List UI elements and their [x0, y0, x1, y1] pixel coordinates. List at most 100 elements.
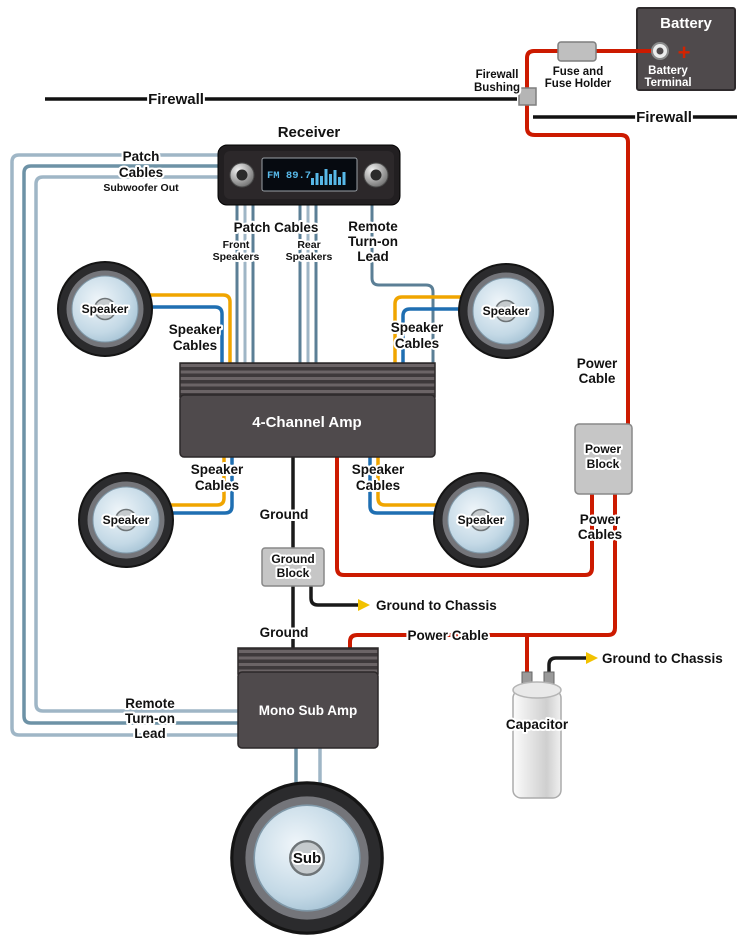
speaker-cables3-label-2: Cables — [195, 478, 239, 493]
speaker4-label: Speaker — [458, 513, 505, 527]
speaker3-wire-yellow — [165, 452, 226, 507]
speaker3-label: Speaker — [103, 513, 150, 527]
receiver: FM 89.7 — [217, 144, 401, 206]
remote-lead-cable-bottom — [34, 175, 240, 713]
speaker-cables3-label-1: Speaker — [191, 462, 244, 477]
receiver-display — [261, 157, 358, 192]
battery-plus-sign: + — [678, 40, 691, 65]
battery-terminal — [651, 42, 669, 60]
mono-amp-label: Mono Sub Amp — [259, 703, 357, 718]
firewall-bushing — [518, 87, 537, 106]
amp4-body — [179, 394, 436, 458]
amp4-heatsink-fins — [179, 362, 436, 398]
capacitor-body — [512, 689, 562, 799]
power-block-to-amp4-cable — [335, 452, 594, 577]
sub-label: Sub — [293, 850, 321, 867]
fuse-label-2: Fuse Holder — [545, 78, 612, 90]
speaker-cables — [140, 293, 470, 515]
speaker3-wire-blue — [165, 452, 234, 515]
ground-block-chassis-wire — [309, 586, 358, 607]
speaker2-wire-blue — [401, 307, 470, 370]
chassis-lug-right — [586, 652, 598, 664]
capacitor-top — [512, 681, 562, 699]
capacitor — [512, 671, 562, 799]
battery-terminal-label-2: Terminal — [644, 77, 691, 89]
ground-block-label-2: Block — [277, 566, 310, 580]
firewall-left-label: Firewall — [148, 91, 204, 108]
speaker1-label: Speaker — [82, 302, 129, 316]
patch-cables-front — [235, 200, 255, 370]
front-speakers-label-2: Speakers — [213, 251, 260, 263]
volume-knob-center — [236, 169, 248, 181]
speaker1-wire-yellow — [140, 293, 232, 370]
remote-top-label-1: Remote — [348, 219, 398, 234]
left-run-cables — [10, 153, 240, 737]
power-block — [574, 423, 633, 495]
power-block-label-2: Block — [587, 457, 620, 471]
patch-left-label-1: Patch — [123, 149, 160, 164]
capacitor-label: Capacitor — [506, 717, 569, 732]
bushing-label-1: Firewall — [476, 69, 519, 81]
subwoofer-patch-cable-1 — [10, 153, 240, 737]
speaker1-wire-blue — [140, 305, 224, 370]
power-cable-v-label-1: Power — [577, 356, 618, 371]
power-cables — [335, 49, 660, 680]
speaker2-wire-yellow — [393, 295, 470, 370]
mono-amp-heatsink-fins — [237, 647, 379, 675]
radio-station-readout: FM 89.7 — [267, 170, 311, 182]
power-cables-label-1: Power — [580, 512, 621, 527]
speaker-cables4-label-2: Cables — [356, 478, 400, 493]
power-block-to-mono-amp-cable — [348, 494, 617, 652]
speaker-cables1-label-1: Speaker — [169, 322, 222, 337]
amp4-label: 4-Channel Amp — [252, 414, 361, 431]
front-speakers-label-1: Front — [223, 239, 250, 251]
battery-title: Battery — [660, 15, 712, 32]
subwoofer-patch-cable-2 — [22, 164, 240, 725]
remote-bottom-label-3: Lead — [134, 726, 166, 741]
remote-bottom-label-2: Turn-on — [125, 711, 175, 726]
ground-chassis-upper-label: Ground to Chassis — [376, 598, 497, 613]
fuse-holder — [557, 41, 597, 62]
power-cable-h-label: Power Cable — [407, 628, 489, 643]
receiver-title: Receiver — [278, 124, 341, 141]
remote-top-label-2: Turn-on — [348, 234, 398, 249]
patch-center-label: Patch Cables — [234, 220, 319, 235]
remote-lead-cable-top — [370, 200, 435, 370]
ground-block — [261, 547, 325, 587]
firewall-lines — [45, 97, 737, 119]
patch-left-label-2: Cables — [119, 165, 163, 180]
speaker-cables4-label-1: Speaker — [352, 462, 405, 477]
capacitor-chassis-wire — [547, 656, 586, 676]
ground-upper-label: Ground — [260, 507, 309, 522]
ground-block-label-1: Ground — [271, 552, 314, 566]
ring-terminal-hole — [656, 47, 664, 55]
ground-lower-label: Ground — [260, 625, 309, 640]
power-cables-label-2: Cables — [578, 527, 622, 542]
power-cable-v-label-2: Cable — [579, 371, 616, 386]
rear-speakers-label-2: Speakers — [286, 251, 333, 263]
speaker4-wire-blue — [368, 452, 444, 515]
speaker4-wire-yellow — [376, 452, 444, 507]
bushing-label-2: Bushing — [474, 82, 520, 94]
power-block-label-1: Power — [585, 442, 621, 456]
mono-amp-body — [237, 671, 379, 749]
speaker-cables1-label-2: Cables — [173, 338, 217, 353]
labels: Firewall Firewall Firewall Bushing Fuse … — [80, 15, 725, 869]
four-channel-amp — [179, 362, 436, 458]
subwoofer-out-label: Subwoofer Out — [103, 182, 179, 194]
tuner-knob-center — [370, 169, 382, 181]
battery-terminal-label-1: Battery — [648, 65, 688, 77]
remote-bottom-label-1: Remote — [125, 696, 175, 711]
chassis-lug-left — [358, 599, 370, 611]
patch-cables-rear — [298, 200, 318, 370]
rear-speakers-label-1: Rear — [297, 239, 320, 251]
mono-sub-amp — [237, 647, 379, 749]
speaker-cables2-label-1: Speaker — [391, 320, 444, 335]
ground-chassis-right-label: Ground to Chassis — [602, 651, 723, 666]
speaker2-label: Speaker — [483, 304, 530, 318]
speaker-cables2-label-2: Cables — [395, 336, 439, 351]
remote-top-label-3: Lead — [357, 249, 389, 264]
spectrum-bars-icon — [311, 169, 346, 185]
